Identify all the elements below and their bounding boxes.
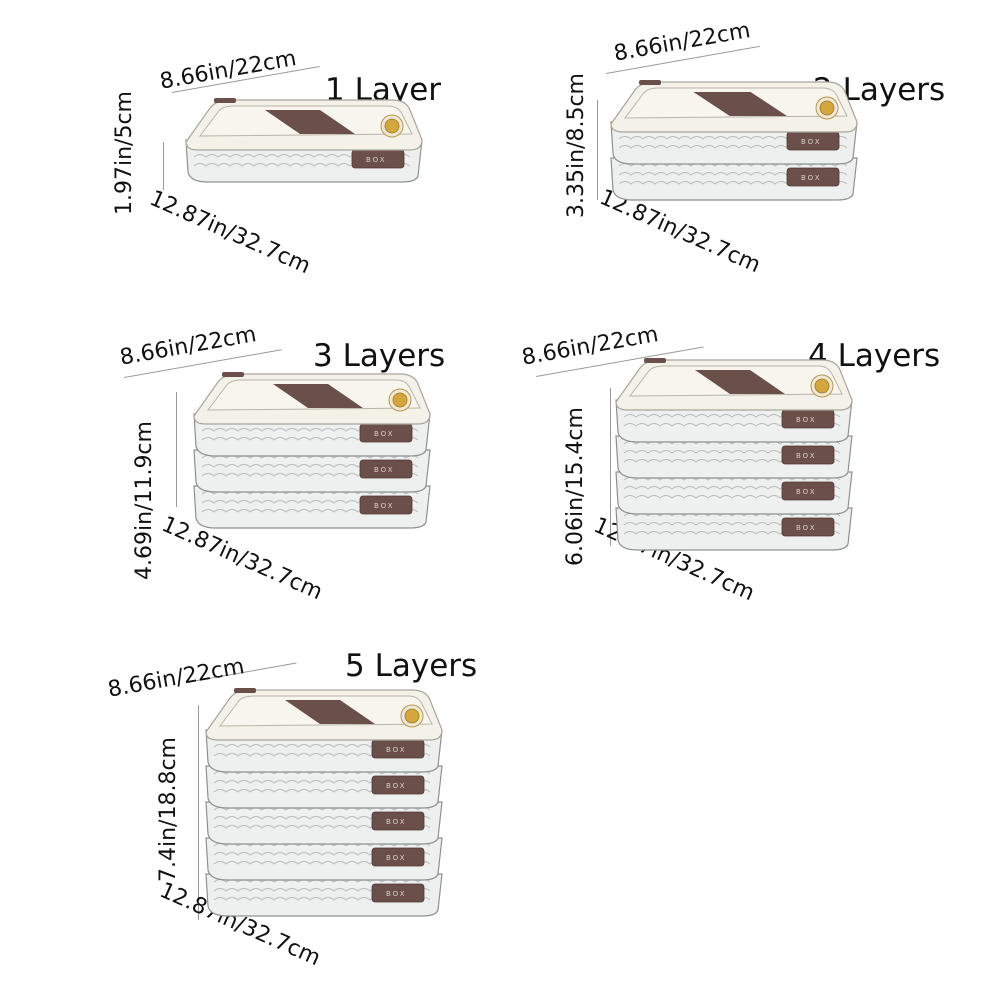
lid-handle <box>285 700 375 724</box>
tray-ridge <box>623 513 841 517</box>
valve-icon <box>814 378 830 394</box>
tab-label: BOX <box>796 452 817 460</box>
valve-icon <box>819 100 835 116</box>
product-title: 3 Layers <box>313 338 446 374</box>
tray-ridge <box>213 843 431 847</box>
lid <box>610 80 858 133</box>
tab-label: BOX <box>796 416 817 424</box>
valve-icon <box>384 118 400 134</box>
tab-label: BOX <box>386 854 407 862</box>
tray-layer: BOX <box>615 471 853 515</box>
container-box-1-layer: BOX <box>185 98 423 183</box>
product-title: 5 Layers <box>345 648 478 684</box>
layer-tab <box>359 459 413 479</box>
tray-layer: BOX <box>193 449 431 493</box>
tray-ridge <box>213 771 431 775</box>
layer-tab <box>786 167 840 187</box>
lid-handle <box>265 110 355 134</box>
product-5-layers: 5 Layers 8.66in/22cm 7.4in/18.8cm 12.87i… <box>0 630 500 1000</box>
lid <box>615 358 853 411</box>
lid-clip <box>234 688 256 693</box>
tray-ridge <box>213 807 431 811</box>
tray-ridge <box>201 491 419 495</box>
tray-ridge <box>213 879 431 883</box>
layer-tab <box>371 775 425 795</box>
container-box-5-layers: BOX BOX BOX BOX BOX <box>205 688 443 917</box>
tray-layer: BOX <box>615 507 853 551</box>
tab-label: BOX <box>374 502 395 510</box>
tab-label: BOX <box>386 818 407 826</box>
tab-label: BOX <box>801 138 822 146</box>
valve-icon <box>392 392 408 408</box>
layer-tab <box>781 517 835 537</box>
tab-label: BOX <box>796 524 817 532</box>
layer-tab <box>371 883 425 903</box>
layer-tab <box>371 847 425 867</box>
tab-label: BOX <box>386 746 407 754</box>
tray-ridge <box>623 477 841 481</box>
height-dimension: 7.4in/18.8cm <box>156 737 181 882</box>
lid-clip <box>214 98 236 103</box>
height-guide-line <box>597 100 598 200</box>
tab-label: BOX <box>796 488 817 496</box>
tray-layer: BOX <box>205 873 443 917</box>
container-box-4-layers: BOX BOX BOX BOX <box>615 358 853 551</box>
layer-tab <box>781 445 835 465</box>
tab-label: BOX <box>366 156 387 164</box>
height-guide-line <box>198 705 199 920</box>
width-dimension: 8.66in/22cm <box>118 322 259 371</box>
product-3-layers: 3 Layers 8.66in/22cm 4.69in/11.9cm 12.87… <box>0 300 500 620</box>
height-guide-line <box>163 142 164 190</box>
height-dimension: 6.06in/15.4cm <box>563 407 588 566</box>
layer-tab <box>359 495 413 515</box>
tray-layer: BOX <box>615 435 853 479</box>
tray-ridge <box>201 455 419 459</box>
width-dimension: 8.66in/22cm <box>158 46 299 95</box>
layer-tab <box>371 811 425 831</box>
product-4-layers: 4 Layers 8.66in/22cm 6.06in/15.4cm 12.87… <box>500 300 1000 630</box>
lid-clip <box>639 80 661 85</box>
valve-icon <box>404 708 420 724</box>
tab-label: BOX <box>374 466 395 474</box>
tray-ridge <box>623 441 841 445</box>
tray-layer: BOX <box>205 765 443 809</box>
lid-handle <box>695 370 785 394</box>
product-1-layer: 1 Layer 8.66in/22cm 1.97in/5cm 12.87in/3… <box>0 0 500 300</box>
lid-clip <box>222 372 244 377</box>
product-2-layers: 2 Layers 8.66in/22cm 3.35in/8.5cm 12.87i… <box>500 0 1000 300</box>
lid <box>193 372 431 425</box>
height-guide-line <box>176 392 177 507</box>
tab-label: BOX <box>386 782 407 790</box>
height-dimension: 1.97in/5cm <box>112 91 137 215</box>
lid <box>185 98 423 151</box>
lid-handle <box>693 92 787 116</box>
tray-layer: BOX <box>205 801 443 845</box>
lid-handle <box>273 384 363 408</box>
height-dimension: 3.35in/8.5cm <box>564 73 589 218</box>
tray-layer: BOX <box>205 837 443 881</box>
layer-tab <box>781 481 835 501</box>
tab-label: BOX <box>374 430 395 438</box>
lid <box>205 688 443 741</box>
lid-clip <box>644 358 666 363</box>
tab-label: BOX <box>801 174 822 182</box>
tray-layer: BOX <box>610 157 858 201</box>
container-box-2-layers: BOX BOX <box>610 80 858 201</box>
height-dimension: 4.69in/11.9cm <box>132 421 157 580</box>
container-box-3-layers: BOX BOX BOX <box>193 372 431 529</box>
tray-layer: BOX <box>193 485 431 529</box>
height-guide-line <box>610 388 611 546</box>
tab-label: BOX <box>386 890 407 898</box>
